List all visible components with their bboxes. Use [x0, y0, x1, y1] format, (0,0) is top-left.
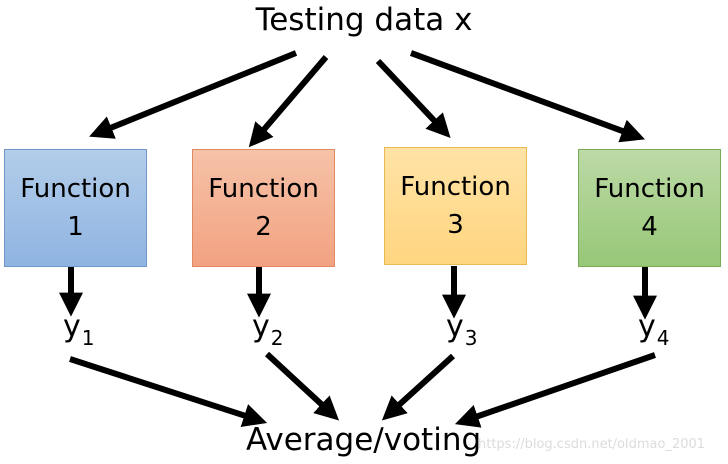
testing-data-label: Testing data x [255, 2, 473, 38]
output-y1-symbol: y [63, 309, 81, 344]
output-y2-subscript: 2 [270, 326, 284, 350]
output-y1-subscript: 1 [81, 326, 95, 350]
output-y1: y1 [63, 309, 95, 350]
arrow-input-to-function-2 [248, 55, 329, 148]
function-1-name: Function [20, 174, 131, 204]
function-3-name: Function [400, 172, 511, 202]
arrow-y1-to-average [69, 356, 268, 427]
arrow-y2-to-average [264, 351, 340, 421]
arrow-y4-to-average [454, 352, 656, 428]
output-y2-symbol: y [252, 309, 270, 344]
function-4-number: 4 [641, 212, 658, 242]
output-y4: y4 [638, 309, 670, 350]
function-box-4: Function 4 [578, 149, 721, 267]
arrow-y3-to-average [381, 353, 456, 421]
average-voting-label: Average/voting [246, 422, 482, 458]
output-y3-symbol: y [446, 309, 464, 344]
output-y3: y3 [446, 309, 478, 350]
function-1-number: 1 [67, 212, 84, 242]
output-y3-subscript: 3 [464, 326, 478, 350]
function-2-number: 2 [255, 212, 272, 242]
function-2-name: Function [208, 174, 319, 204]
arrow-input-to-function-3 [375, 58, 451, 138]
function-box-2: Function 2 [192, 149, 335, 267]
arrow-input-to-function-4 [409, 50, 646, 143]
function-3-number: 3 [447, 210, 464, 240]
output-y4-symbol: y [638, 309, 656, 344]
output-y4-subscript: 4 [656, 326, 670, 350]
function-4-name: Function [594, 174, 705, 204]
arrow-input-to-function-1 [89, 50, 298, 139]
function-box-3: Function 3 [384, 147, 527, 265]
output-y2: y2 [252, 309, 284, 350]
watermark-text: https://blog.csdn.net/oldmao_2001 [478, 437, 706, 452]
function-box-1: Function 1 [4, 149, 147, 267]
